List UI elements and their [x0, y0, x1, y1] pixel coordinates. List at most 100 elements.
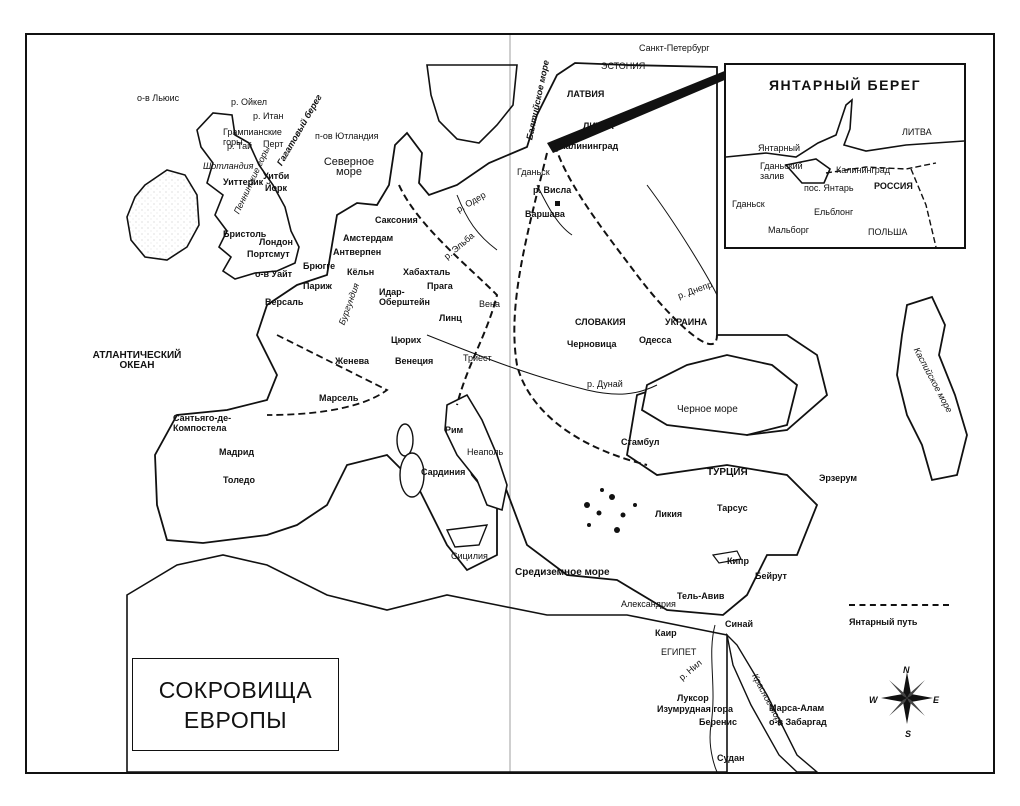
label-zabargad: о-в Забаргад [769, 717, 827, 727]
city-chernivtsi: Черновица [567, 339, 617, 349]
city-santiago: Сантьяго-де-Компостела [173, 413, 232, 433]
amber-road [554, 144, 718, 346]
label-river-ythan: р. Итан [253, 111, 284, 121]
red-sea [725, 632, 819, 772]
city-naples: Неаполь [467, 447, 504, 457]
label-saxony: Саксония [375, 215, 418, 225]
city-marsa-alam: Марса-Алам [769, 703, 825, 713]
city-geneva: Женева [335, 356, 370, 366]
city-madrid: Мадрид [219, 447, 255, 457]
map-frame: ЯНТАРНЫЙ БЕРЕГ Янтарный Калининград Гдан… [25, 33, 995, 774]
label-scotland: Шотландия [203, 161, 254, 171]
label-slovakia: СЛОВАКИЯ [575, 317, 626, 327]
city-idar-oberstein: Идар-Оберштейн [379, 287, 430, 307]
italy-landmass [444, 393, 508, 512]
amber-road-south [513, 152, 648, 466]
city-alexandria: Александрия [621, 599, 676, 609]
label-north-sea: Северное море [323, 156, 375, 178]
city-luxor: Луксор [677, 693, 709, 703]
label-egypt: ЕГИПЕТ [661, 647, 697, 657]
compass-e: E [933, 695, 940, 705]
city-london: Лондон [259, 237, 293, 247]
inset-label-yantar: пос. Янтарь [804, 183, 854, 193]
title-box: СОКРОВИЩА ЕВРОПЫ [132, 658, 339, 751]
inset-label-elblong: Ельблонг [814, 207, 854, 217]
city-antwerp: Антверпен [333, 247, 382, 257]
label-mediterranean: Средиземное море [515, 567, 610, 578]
city-rome: Рим [445, 425, 464, 435]
label-sardinia: Сардиния [421, 467, 466, 477]
city-portsmouth: Портсмут [247, 249, 290, 259]
label-jutland: п-ов Ютландия [315, 131, 379, 141]
label-emerald-mountain: Изумрудная гора [657, 704, 733, 714]
label-lewis: о-в Льюис [137, 93, 180, 103]
inset-label-russia: РОССИЯ [874, 181, 913, 191]
label-sinai: Синай [725, 619, 754, 629]
city-perth: Перт [263, 139, 284, 149]
inset-amber-coast: ЯНТАРНЫЙ БЕРЕГ Янтарный Калининград Гдан… [724, 63, 966, 249]
label-wight: о-в Уайт [255, 269, 293, 279]
compass-rose-icon [881, 672, 933, 724]
label-sicily: Сицилия [451, 551, 488, 561]
label-grampian: Грампианские горы [223, 127, 282, 147]
city-gdansk: Гданьск [517, 167, 550, 177]
inset-label-kaliningrad: Калининград [836, 165, 891, 175]
legend-label: Янтарный путь [849, 617, 918, 627]
city-amsterdam: Амстердам [343, 233, 394, 243]
nile-river [709, 624, 718, 772]
vistula-river [536, 184, 573, 236]
city-berenice: Беренис [699, 717, 737, 727]
black-sea [640, 354, 799, 436]
city-venice: Венеция [395, 356, 434, 366]
city-erzurum: Эрзерум [819, 473, 858, 483]
city-cologne: Кёльн [347, 267, 375, 277]
legend: Янтарный путь [849, 604, 959, 630]
dnieper-river [646, 184, 718, 296]
label-river-danube: р. Дунай [587, 379, 623, 389]
label-turkey: ТУРЦИЯ [707, 467, 748, 478]
inset-title: ЯНТАРНЫЙ БЕРЕГ [768, 77, 922, 93]
legend-dashed-line [849, 604, 949, 606]
city-whitby: Уитби [263, 171, 290, 181]
city-kaliningrad: Калининград [560, 141, 619, 151]
city-york: Йорк [265, 183, 287, 193]
aegean-islands [584, 488, 637, 533]
inset-map [726, 98, 964, 247]
city-tel-aviv: Тель-Авив [677, 591, 725, 601]
city-paris: Париж [303, 281, 332, 291]
amber-road-france [266, 334, 389, 416]
city-st-petersburg: Санкт-Петербург [639, 43, 710, 53]
label-river-vistula: р. Висла [533, 185, 572, 195]
corsica [396, 423, 414, 457]
marker-kaliningrad [551, 143, 556, 148]
title-line-1: СОКРОВИЩА [158, 676, 313, 703]
city-tarsus: Тарсус [717, 503, 748, 513]
city-marseille: Марсель [319, 393, 359, 403]
label-lycia: Ликия [655, 509, 683, 519]
city-cyprus: Кипр [727, 556, 749, 566]
city-bruges: Брюгге [303, 261, 336, 271]
label-atlantic: АТЛАНТИЧЕСКИЙ ОКЕАН [92, 350, 182, 371]
compass-s: S [905, 729, 912, 739]
city-cairo: Каир [655, 628, 677, 638]
britain-landmass [196, 112, 300, 280]
city-bristol: Бристоль [223, 229, 267, 239]
city-versailles: Версаль [265, 297, 304, 307]
title-line-2: ЕВРОПЫ [183, 706, 288, 733]
label-latvia: ЛАТВИЯ [567, 89, 605, 99]
scandinavia-landmass [426, 64, 518, 144]
inset-label-gdansk-bay: Гданьский залив [760, 161, 803, 181]
compass-n: N [903, 665, 910, 675]
label-ukraine: УКРАИНА [665, 317, 708, 327]
inset-label-gdansk: Гданьск [732, 199, 765, 209]
label-lithuania: ЛИТВА [583, 121, 614, 131]
oder-river [456, 194, 498, 251]
label-river-oykel: р. Ойкел [231, 97, 268, 107]
city-istanbul: Стамбул [621, 437, 660, 447]
amber-road-west [398, 184, 499, 406]
label-black-sea: Черное море [677, 404, 738, 415]
city-trieste: Триест [463, 353, 492, 363]
sardinia [399, 452, 425, 498]
cyprus [711, 550, 742, 564]
inset-label-poland: ПОЛЬША [868, 227, 908, 237]
